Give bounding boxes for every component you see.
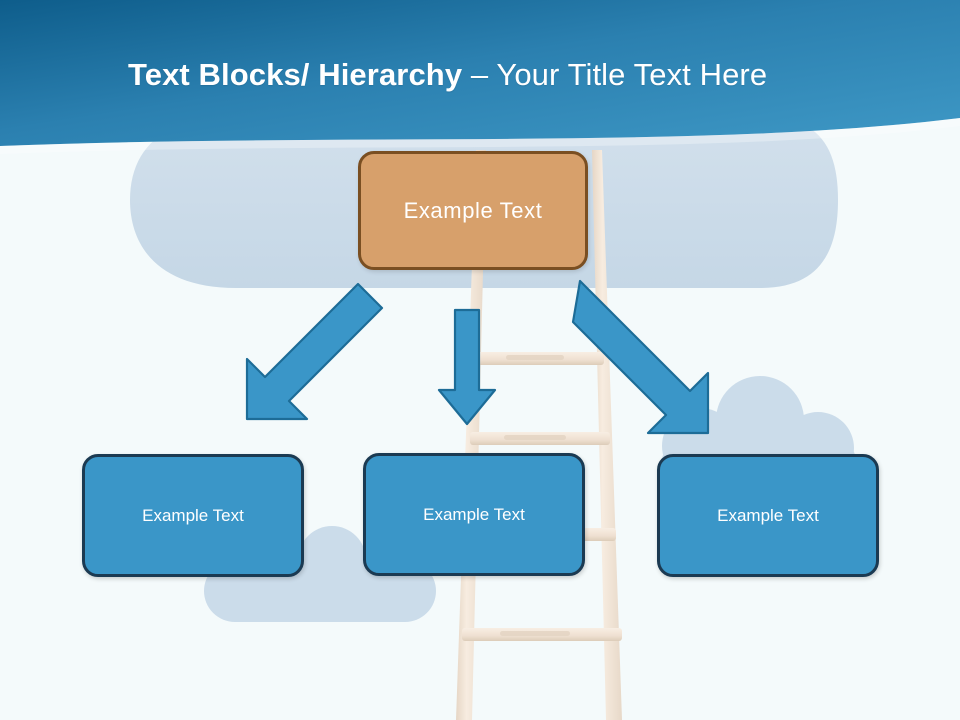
page-title-rest: – Your Title Text Here (470, 57, 768, 92)
node-top[interactable]: Example Text (358, 151, 588, 270)
page-title: Text Blocks/ Hierarchy – Your Title Text… (128, 53, 888, 97)
arrow-down-icon (437, 308, 497, 426)
node-child-2-label: Example Text (423, 504, 525, 524)
page-title-emphasis: Text Blocks/ Hierarchy (128, 57, 471, 92)
arrow-down-right-icon (571, 279, 710, 435)
header-band (0, 0, 960, 154)
arrow-down-left-icon (245, 282, 384, 421)
node-child-2[interactable]: Example Text (363, 453, 585, 576)
node-child-3[interactable]: Example Text (657, 454, 879, 577)
node-top-label: Example Text (403, 197, 543, 223)
node-child-1-label: Example Text (142, 505, 244, 525)
node-child-1[interactable]: Example Text (82, 454, 304, 577)
node-child-3-label: Example Text (717, 505, 819, 525)
